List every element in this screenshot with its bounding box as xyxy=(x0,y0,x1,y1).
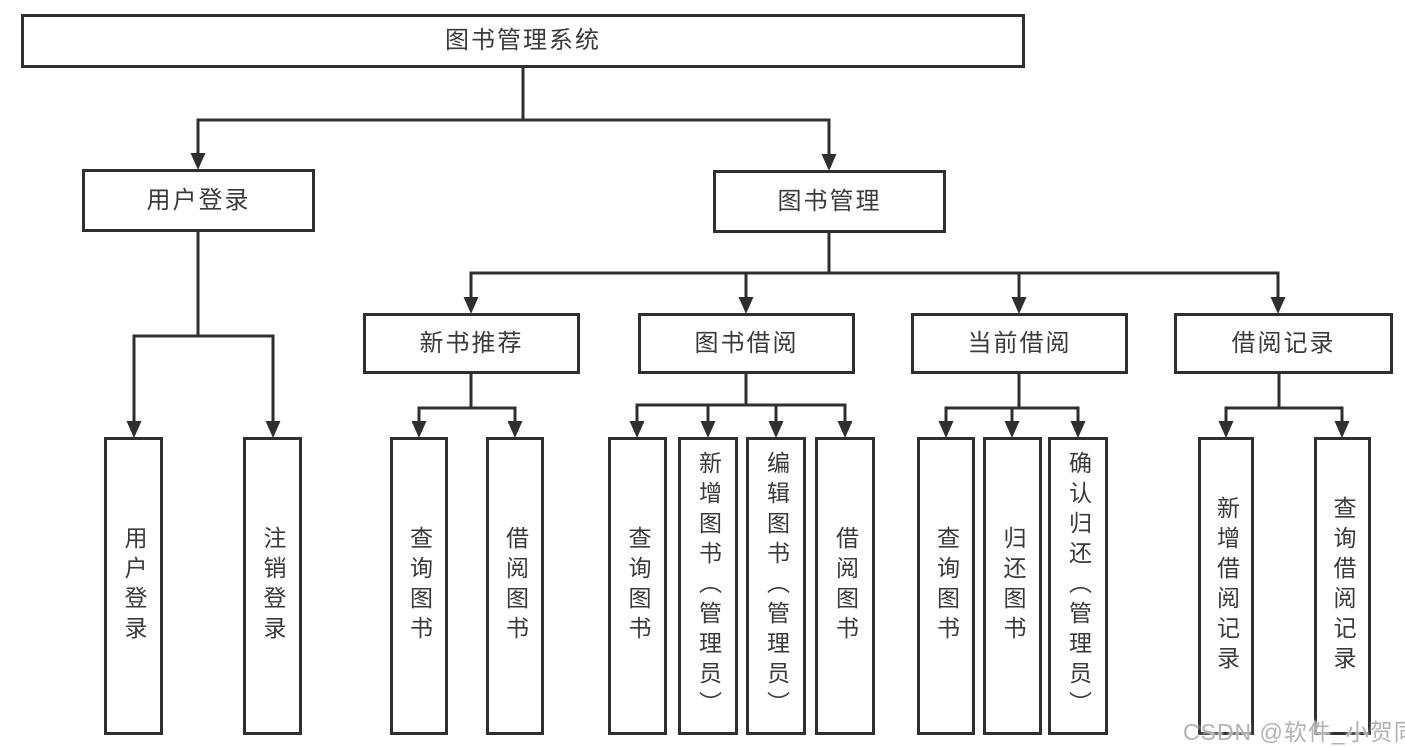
connector-edges xyxy=(132,68,1344,422)
leaf-edit-books-admin-label: 编辑图书（管理员） xyxy=(763,451,790,721)
leaf-edit-books-admin: 编辑图书（管理员） xyxy=(746,437,806,735)
leaf-add-borrow-record: 新增借阅记录 xyxy=(1198,437,1254,735)
node-new-book-recommend-label: 新书推荐 xyxy=(419,329,524,357)
leaf-return-books: 归还图书 xyxy=(983,437,1042,735)
csdn-watermark: CSDN @软件_小贺同学 xyxy=(1183,719,1405,745)
leaf-logout: 注销登录 xyxy=(243,437,302,735)
node-book-management: 图书管理 xyxy=(713,170,946,233)
node-user-login: 用户登录 xyxy=(82,169,315,232)
leaf-query-borrow-record-label: 查询借阅记录 xyxy=(1330,496,1356,676)
node-book-borrowing-label: 图书借阅 xyxy=(694,329,799,357)
node-book-management-label: 图书管理 xyxy=(777,187,882,215)
node-current-borrowing: 当前借阅 xyxy=(911,313,1128,374)
leaf-confirm-return-admin: 确认归还（管理员） xyxy=(1048,437,1108,735)
leaf-borrowing-query-books-label: 查询图书 xyxy=(625,526,651,646)
node-current-borrowing-label: 当前借阅 xyxy=(967,329,1072,357)
leaf-logout-label: 注销登录 xyxy=(260,526,286,646)
leaf-add-borrow-record-label: 新增借阅记录 xyxy=(1213,496,1240,676)
leaf-newbook-borrow-books: 借阅图书 xyxy=(486,437,544,735)
leaf-borrowing-borrow-books: 借阅图书 xyxy=(815,437,875,735)
leaf-user-login-label: 用户登录 xyxy=(121,526,147,646)
leaf-confirm-return-admin-label: 确认归还（管理员） xyxy=(1065,451,1092,721)
leaf-current-query-books-label: 查询图书 xyxy=(933,526,960,646)
node-borrow-records-label: 借阅记录 xyxy=(1231,329,1336,357)
leaf-current-query-books: 查询图书 xyxy=(917,437,975,735)
leaf-add-books-admin-label: 新增图书（管理员） xyxy=(695,451,722,721)
leaf-borrowing-query-books: 查询图书 xyxy=(608,437,667,735)
node-book-borrowing: 图书借阅 xyxy=(638,313,855,374)
node-new-book-recommend: 新书推荐 xyxy=(363,313,580,374)
node-root-label: 图书管理系统 xyxy=(445,27,601,54)
node-user-login-label: 用户登录 xyxy=(146,186,251,214)
leaf-query-borrow-record: 查询借阅记录 xyxy=(1314,437,1371,735)
leaf-newbook-query-books: 查询图书 xyxy=(390,437,448,735)
leaf-borrowing-borrow-books-label: 借阅图书 xyxy=(832,526,859,646)
leaf-newbook-query-books-label: 查询图书 xyxy=(406,526,433,646)
leaf-return-books-label: 归还图书 xyxy=(1000,526,1026,646)
leaf-add-books-admin: 新增图书（管理员） xyxy=(678,437,738,735)
leaf-newbook-borrow-books-label: 借阅图书 xyxy=(502,526,529,646)
leaf-user-login: 用户登录 xyxy=(104,437,163,735)
node-root: 图书管理系统 xyxy=(21,14,1025,68)
node-borrow-records: 借阅记录 xyxy=(1174,313,1393,374)
